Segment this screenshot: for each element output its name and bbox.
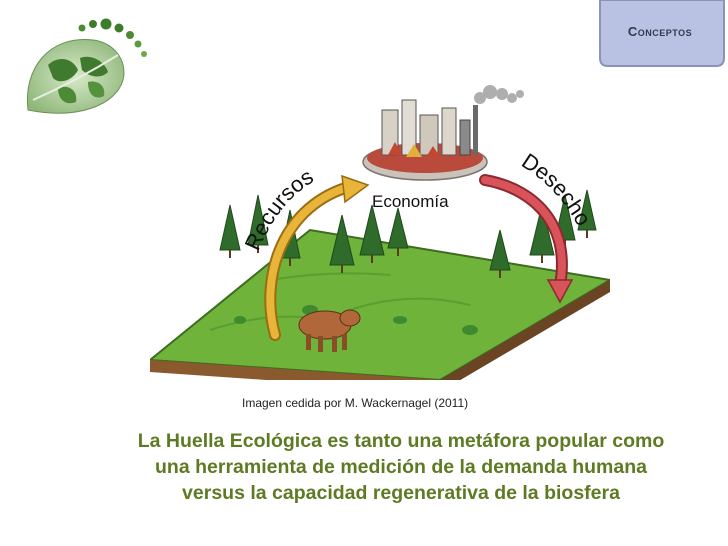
footprint-dots-icon <box>78 18 147 57</box>
economy-label: Economía <box>372 192 449 211</box>
leaf-icon <box>26 39 125 114</box>
ecological-footprint-illustration: Recursos Desechos <box>150 80 610 380</box>
city-on-plate-icon <box>362 85 524 181</box>
caption-line-3: versus la capacidad regenerativa de la b… <box>182 482 620 504</box>
resources-arrow <box>264 174 370 341</box>
caption-line-2: una herramienta de medición de la demand… <box>155 456 647 478</box>
cow-icon <box>298 309 361 352</box>
section-tab-shape <box>599 0 725 67</box>
slide-caption: La Huella Ecológica es tanto una metáfor… <box>108 428 694 506</box>
image-credit: Imagen cedida por M. Wackernagel (2011) <box>242 396 469 410</box>
caption-line-1: La Huella Ecológica es tanto una metáfor… <box>137 430 665 452</box>
section-tab-label[interactable]: Conceptos <box>627 24 693 39</box>
waste-arrow <box>479 174 574 304</box>
footprint-globe-logo <box>26 18 147 114</box>
